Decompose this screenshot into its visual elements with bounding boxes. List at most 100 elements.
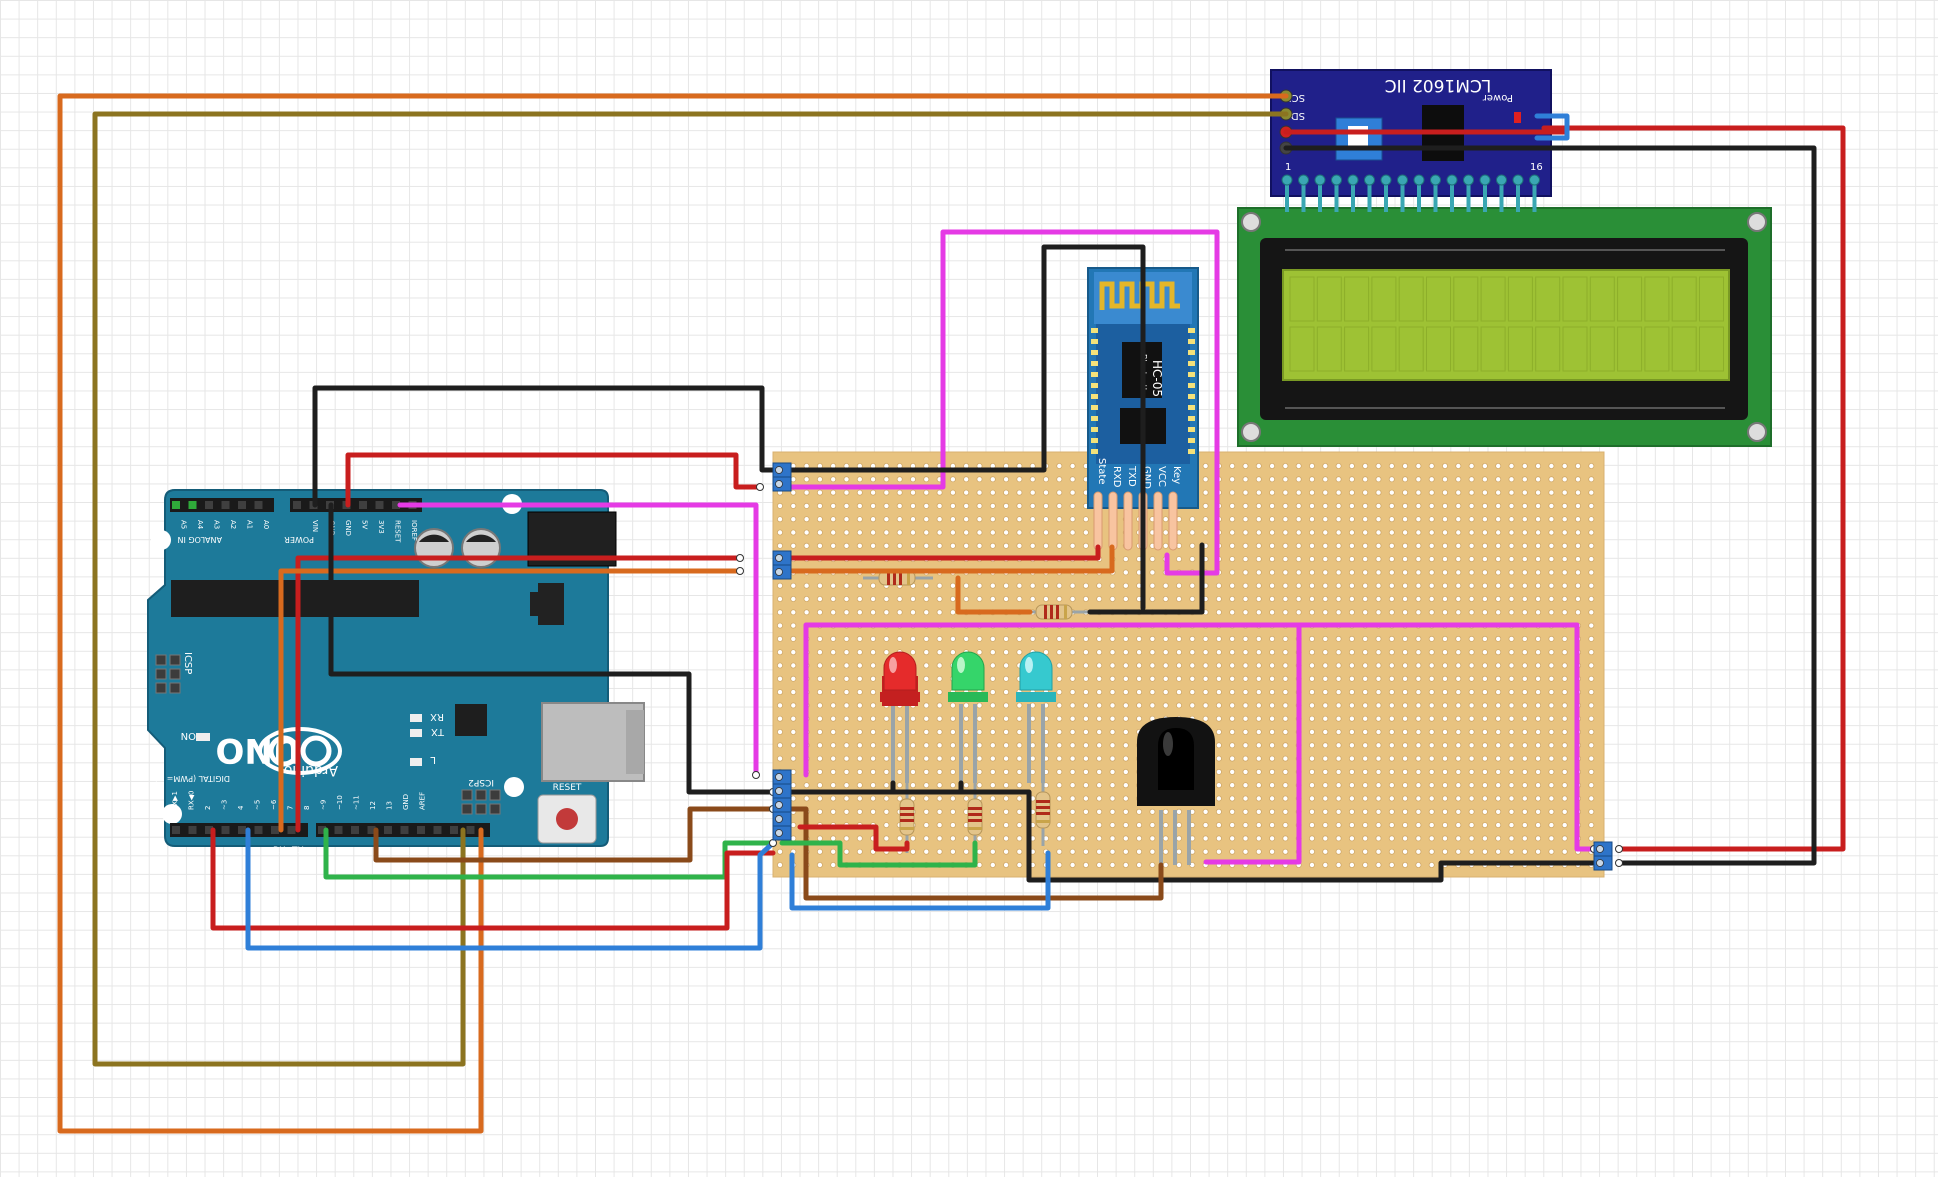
wire-end bbox=[752, 771, 760, 779]
header-hole[interactable] bbox=[367, 826, 376, 834]
header-hole[interactable] bbox=[172, 826, 180, 834]
wire[interactable] bbox=[1283, 125, 1846, 852]
header-hole[interactable] bbox=[466, 826, 475, 834]
header-hole[interactable] bbox=[375, 501, 384, 509]
perf-hole bbox=[1309, 649, 1316, 656]
wire[interactable] bbox=[890, 780, 964, 795]
perf-hole bbox=[1322, 848, 1329, 855]
wire[interactable] bbox=[779, 840, 978, 868]
perf-hole bbox=[1136, 835, 1143, 842]
perf-hole bbox=[816, 489, 823, 496]
wire[interactable] bbox=[312, 385, 785, 508]
perf-hole bbox=[1521, 596, 1528, 603]
wire[interactable] bbox=[779, 544, 1115, 574]
wire[interactable] bbox=[1087, 542, 1205, 615]
wire[interactable] bbox=[779, 244, 1146, 611]
perf-hole bbox=[976, 702, 983, 709]
wire[interactable] bbox=[328, 502, 776, 795]
wire[interactable] bbox=[779, 789, 1597, 883]
header-hole[interactable] bbox=[287, 826, 296, 834]
wire[interactable] bbox=[373, 806, 776, 863]
reset-button-cap[interactable] bbox=[556, 808, 578, 830]
header-hole[interactable] bbox=[351, 826, 359, 834]
header-hole[interactable] bbox=[205, 826, 213, 834]
perf-hole bbox=[936, 742, 943, 749]
perf-hole bbox=[790, 742, 797, 749]
header-hole[interactable] bbox=[205, 501, 213, 509]
perf-hole bbox=[870, 755, 877, 762]
wire[interactable] bbox=[210, 827, 776, 931]
perf-hole bbox=[1548, 835, 1555, 842]
perf-hole bbox=[1229, 742, 1236, 749]
wire[interactable] bbox=[779, 806, 1164, 901]
perf-hole bbox=[1016, 835, 1023, 842]
perf-hole bbox=[883, 516, 890, 523]
header-hole[interactable] bbox=[221, 501, 230, 509]
perf-hole bbox=[816, 662, 823, 669]
perf-hole bbox=[963, 542, 970, 549]
header-hole[interactable] bbox=[238, 826, 246, 834]
wire[interactable] bbox=[1283, 145, 1817, 866]
perf-hole bbox=[1561, 635, 1568, 642]
header-hole[interactable] bbox=[384, 826, 392, 834]
header-hole[interactable] bbox=[359, 501, 367, 509]
perf-hole bbox=[989, 596, 996, 603]
perf-hole bbox=[989, 662, 996, 669]
perf-hole bbox=[1242, 476, 1249, 483]
perf-hole bbox=[1242, 795, 1249, 802]
perf-hole bbox=[1375, 542, 1382, 549]
header-hole[interactable] bbox=[188, 826, 197, 834]
wire[interactable] bbox=[278, 568, 743, 833]
bt-pad bbox=[1188, 405, 1195, 410]
header-hole[interactable] bbox=[417, 826, 425, 834]
wire[interactable] bbox=[803, 622, 1597, 852]
wire[interactable] bbox=[779, 544, 1101, 561]
header-hole[interactable] bbox=[400, 826, 409, 834]
perf-hole bbox=[1335, 556, 1342, 563]
bt-pin[interactable] bbox=[1168, 491, 1178, 551]
perf-hole bbox=[816, 795, 823, 802]
bt-pin[interactable] bbox=[1108, 491, 1118, 551]
perf-hole bbox=[1508, 662, 1515, 669]
wire[interactable] bbox=[245, 827, 776, 951]
wire[interactable] bbox=[779, 229, 1220, 576]
perf-hole bbox=[1415, 795, 1422, 802]
wire[interactable] bbox=[1203, 622, 1302, 865]
header-hole[interactable] bbox=[450, 826, 458, 834]
header-hole[interactable] bbox=[392, 501, 400, 509]
header-hole[interactable] bbox=[293, 501, 301, 509]
terminal-screw-icon bbox=[775, 466, 783, 474]
perf-hole bbox=[1109, 768, 1116, 775]
perf-hole bbox=[1109, 742, 1116, 749]
perf-hole bbox=[1003, 702, 1010, 709]
wire[interactable] bbox=[397, 502, 759, 778]
perf-hole bbox=[1415, 476, 1422, 483]
bt-pin[interactable] bbox=[1093, 491, 1103, 551]
header-hole[interactable] bbox=[238, 501, 246, 509]
wire[interactable] bbox=[345, 452, 763, 508]
wire[interactable] bbox=[92, 111, 1289, 1067]
header-hole[interactable] bbox=[318, 826, 326, 834]
wire[interactable] bbox=[57, 93, 1289, 1134]
bt-pin[interactable] bbox=[1153, 491, 1163, 551]
pin-label: ~5 bbox=[254, 800, 262, 810]
perf-hole bbox=[856, 782, 863, 789]
perf-hole bbox=[1096, 715, 1103, 722]
bt-pin[interactable] bbox=[1123, 491, 1133, 551]
wire[interactable] bbox=[955, 575, 1033, 615]
header-hole[interactable] bbox=[221, 826, 230, 834]
header-hole[interactable] bbox=[254, 501, 263, 509]
perf-hole bbox=[830, 768, 837, 775]
perf-hole bbox=[936, 582, 943, 589]
header-hole[interactable] bbox=[271, 826, 279, 834]
wire[interactable] bbox=[797, 824, 910, 852]
perf-hole bbox=[1189, 635, 1196, 642]
icsp-pin bbox=[155, 682, 167, 694]
header-hole[interactable] bbox=[254, 826, 263, 834]
header-hole[interactable] bbox=[334, 826, 343, 834]
wire[interactable] bbox=[295, 555, 743, 833]
wire[interactable] bbox=[789, 850, 1051, 911]
perf-hole bbox=[1588, 622, 1595, 629]
wire[interactable] bbox=[1534, 113, 1570, 141]
header-hole[interactable] bbox=[433, 826, 442, 834]
